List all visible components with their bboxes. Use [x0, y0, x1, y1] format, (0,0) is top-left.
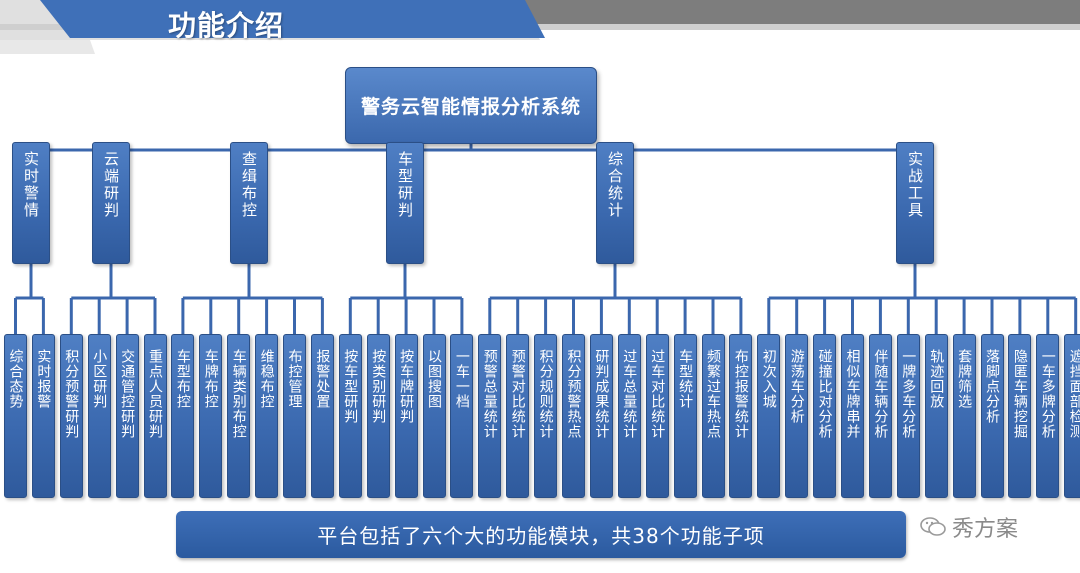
leaf-node: 研判成果统计 — [589, 334, 613, 498]
category-label: 综合统计 — [606, 151, 624, 219]
leaf-label: 积分规则统计 — [537, 349, 554, 439]
leaf-node: 遮挡面部检测 — [1064, 334, 1080, 498]
root-node: 警务云智能情报分析系统 — [345, 67, 597, 144]
leaf-node: 预警总量统计 — [478, 334, 502, 498]
leaf-node: 实时报警 — [31, 334, 55, 498]
leaf-label: 交通管控研判 — [119, 349, 136, 439]
category-label: 查缉布控 — [240, 151, 258, 219]
leaf-label: 一车多牌分析 — [1039, 349, 1056, 439]
leaf-label: 过车总量统计 — [621, 349, 638, 439]
category-node: 综合统计 — [596, 142, 634, 264]
leaf-node: 车型统计 — [673, 334, 697, 498]
leaf-node: 一车一档 — [450, 334, 474, 498]
leaf-node: 维稳布控 — [255, 334, 279, 498]
leaf-label: 报警处置 — [314, 349, 331, 409]
leaf-label: 过车对比统计 — [649, 349, 666, 439]
leaf-node: 落脚点分析 — [980, 334, 1004, 498]
leaf-label: 积分预警研判 — [63, 349, 80, 439]
leaf-node: 以图搜图 — [422, 334, 446, 498]
leaf-label: 一牌多车分析 — [900, 349, 917, 439]
leaf-label: 一车一档 — [453, 349, 470, 409]
wechat-icon — [920, 517, 946, 536]
leaf-node: 积分规则统计 — [534, 334, 558, 498]
leaf-node: 报警处置 — [310, 334, 334, 498]
leaf-node: 套牌筛选 — [952, 334, 976, 498]
category-node: 实时警情 — [12, 142, 50, 264]
leaf-label: 布控管理 — [286, 349, 303, 409]
leaf-label: 套牌筛选 — [956, 349, 973, 409]
leaf-label: 以图搜图 — [426, 349, 442, 409]
category-label: 车型研判 — [396, 151, 414, 219]
leaf-label: 伴随车辆分析 — [872, 349, 889, 439]
leaf-label: 按类别研判 — [370, 349, 387, 424]
leaf-label: 实时报警 — [35, 349, 52, 409]
leaf-label: 车辆类别布控 — [230, 349, 247, 439]
leaf-node: 一牌多车分析 — [896, 334, 920, 498]
leaf-label: 轨迹回放 — [928, 349, 945, 409]
leaf-label: 频繁过车热点 — [705, 349, 721, 439]
leaf-node: 初次入城 — [757, 334, 781, 498]
category-node: 查缉布控 — [230, 142, 268, 264]
leaf-node: 车型布控 — [171, 334, 195, 498]
category-node: 云端研判 — [92, 142, 130, 264]
category-node: 实战工具 — [896, 142, 934, 264]
leaf-node: 游荡车分析 — [785, 334, 809, 498]
leaf-node: 碰撞比对分析 — [813, 334, 837, 498]
category-label: 实时警情 — [22, 151, 40, 219]
page-title: 功能介绍 — [168, 9, 285, 42]
leaf-label: 隐匿车辆挖掘 — [1011, 349, 1028, 439]
leaf-node: 积分预警热点 — [562, 334, 585, 498]
leaf-node: 过车对比统计 — [645, 334, 669, 498]
summary-banner: 平台包括了六个大的功能模块，共38个功能子项 — [176, 511, 906, 558]
leaf-node: 按车型研判 — [338, 334, 362, 498]
category-label: 云端研判 — [102, 151, 120, 219]
leaf-label: 小区研判 — [91, 349, 108, 409]
leaf-node: 布控管理 — [283, 334, 306, 498]
leaf-node: 伴随车辆分析 — [868, 334, 892, 498]
leaf-node: 预警对比统计 — [506, 334, 530, 498]
leaf-label: 初次入城 — [760, 349, 777, 409]
leaf-label: 遮挡面部检测 — [1067, 349, 1080, 439]
leaf-label: 布控报警统计 — [732, 349, 749, 439]
leaf-label: 研判成果统计 — [593, 349, 610, 439]
leaf-label: 预警对比统计 — [509, 349, 526, 439]
leaf-label: 重点人员研判 — [147, 349, 163, 439]
category-label: 实战工具 — [906, 151, 924, 219]
leaf-node: 按类别研判 — [366, 334, 390, 498]
leaf-node: 综合态势 — [4, 334, 27, 498]
leaf-node: 积分预警研判 — [59, 334, 83, 498]
leaf-label: 维稳布控 — [258, 349, 275, 409]
leaf-label: 碰撞比对分析 — [816, 349, 833, 439]
leaf-node: 车牌布控 — [199, 334, 223, 498]
leaf-node: 交通管控研判 — [115, 334, 139, 498]
leaf-node: 车辆类别布控 — [227, 334, 251, 498]
leaf-label: 积分预警热点 — [565, 349, 582, 439]
leaf-node: 重点人员研判 — [143, 334, 167, 498]
category-node: 车型研判 — [386, 142, 424, 264]
leaf-node: 小区研判 — [87, 334, 111, 498]
brand-text: 秀方案 — [952, 517, 1019, 542]
leaf-node: 布控报警统计 — [729, 334, 753, 498]
leaf-label: 预警总量统计 — [481, 349, 498, 439]
leaf-node: 轨迹回放 — [924, 334, 948, 498]
leaf-node: 相似车牌串并 — [841, 334, 864, 498]
leaf-label: 综合态势 — [7, 349, 24, 409]
leaf-label: 车牌布控 — [202, 349, 219, 409]
top-banner — [0, 0, 1080, 54]
leaf-label: 车型统计 — [677, 349, 694, 409]
leaf-node: 频繁过车热点 — [701, 334, 725, 498]
leaf-label: 车型布控 — [174, 349, 191, 409]
leaf-node: 按车牌研判 — [394, 334, 418, 498]
leaf-label: 相似车牌串并 — [844, 349, 861, 439]
leaf-label: 按车型研判 — [342, 349, 359, 424]
leaf-label: 按车牌研判 — [398, 349, 415, 424]
leaf-node: 隐匿车辆挖掘 — [1008, 334, 1032, 498]
leaf-label: 游荡车分析 — [788, 349, 805, 424]
brand-watermark: 秀方案 — [920, 512, 1070, 542]
leaf-label: 落脚点分析 — [984, 349, 1000, 424]
leaf-node: 过车总量统计 — [617, 334, 641, 498]
leaf-node: 一车多牌分析 — [1036, 334, 1060, 498]
